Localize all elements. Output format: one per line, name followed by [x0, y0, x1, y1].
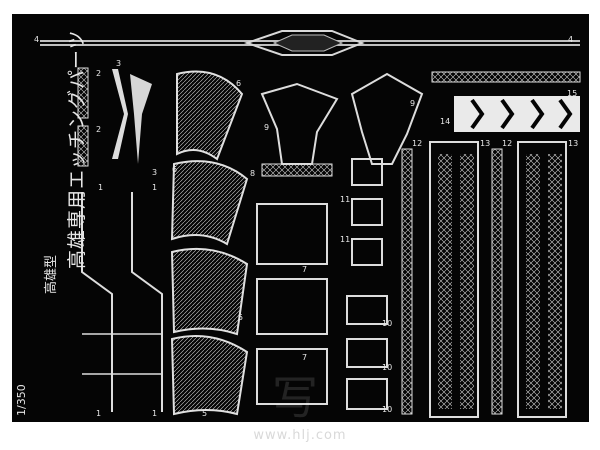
- etched-parts-sheet: 4 4 2 2 3 3 6 6 9 9 15 14 12 13 12 13 8 …: [12, 14, 589, 422]
- fret-artwork: [40, 30, 581, 418]
- part-number-label: 5: [238, 313, 244, 322]
- part-number-label: 10: [382, 319, 393, 328]
- part-number-label: 8: [250, 169, 256, 178]
- part-number-label: 7: [302, 265, 308, 274]
- part-number-label: 10: [382, 405, 393, 414]
- part-12-13-tall-ladders: [401, 141, 567, 418]
- part-number-label: 10: [382, 363, 393, 372]
- part-number-label: 3: [152, 168, 158, 177]
- part-number-label: 7: [302, 353, 308, 362]
- part-8-strip: [261, 163, 333, 177]
- part-number-label: 15: [567, 89, 578, 98]
- part-5-curved-gratings: [170, 247, 249, 416]
- part-number-label: 9: [410, 99, 416, 108]
- part-6-curved-gratings: [170, 70, 249, 246]
- part-11-small-frames: [351, 158, 383, 266]
- part-number-label: 2: [96, 125, 102, 134]
- part-number-label: 4: [34, 35, 40, 44]
- part-number-label: 12: [502, 139, 513, 148]
- part-number-label: 13: [568, 139, 579, 148]
- part-number-label: 5: [202, 409, 208, 418]
- part-7-frames: [256, 203, 328, 405]
- part-number-label: 1: [152, 409, 158, 418]
- part-10-frames: [346, 295, 388, 410]
- part-15-strip: [431, 71, 581, 132]
- part-number-label: 1: [152, 183, 158, 192]
- part-1-rail-frames: [81, 192, 163, 412]
- part-9-deck-pieces: [260, 72, 424, 165]
- site-url-watermark: www.hlj.com: [253, 428, 347, 443]
- part-number-label: 12: [412, 139, 423, 148]
- part-number-label: 4: [568, 35, 574, 44]
- part-number-label: 14: [440, 117, 451, 126]
- part-4-long-rail: [40, 30, 580, 56]
- part-number-label: 13: [480, 139, 491, 148]
- part-number-label: 6: [236, 79, 242, 88]
- part-number-label: 11: [340, 235, 351, 244]
- part-number-label: 6: [172, 165, 178, 174]
- watermark-glyph: 写: [272, 371, 318, 422]
- part-number-label: 2: [96, 69, 102, 78]
- part-number-label: 9: [264, 123, 270, 132]
- part-number-label: 3: [116, 59, 122, 68]
- part-number-label: 1: [98, 183, 104, 192]
- part-number-label: 11: [340, 195, 351, 204]
- part-number-label: 1: [96, 409, 102, 418]
- part-2-ladders: [77, 67, 89, 167]
- part-3-arrow-pieces: [112, 69, 152, 164]
